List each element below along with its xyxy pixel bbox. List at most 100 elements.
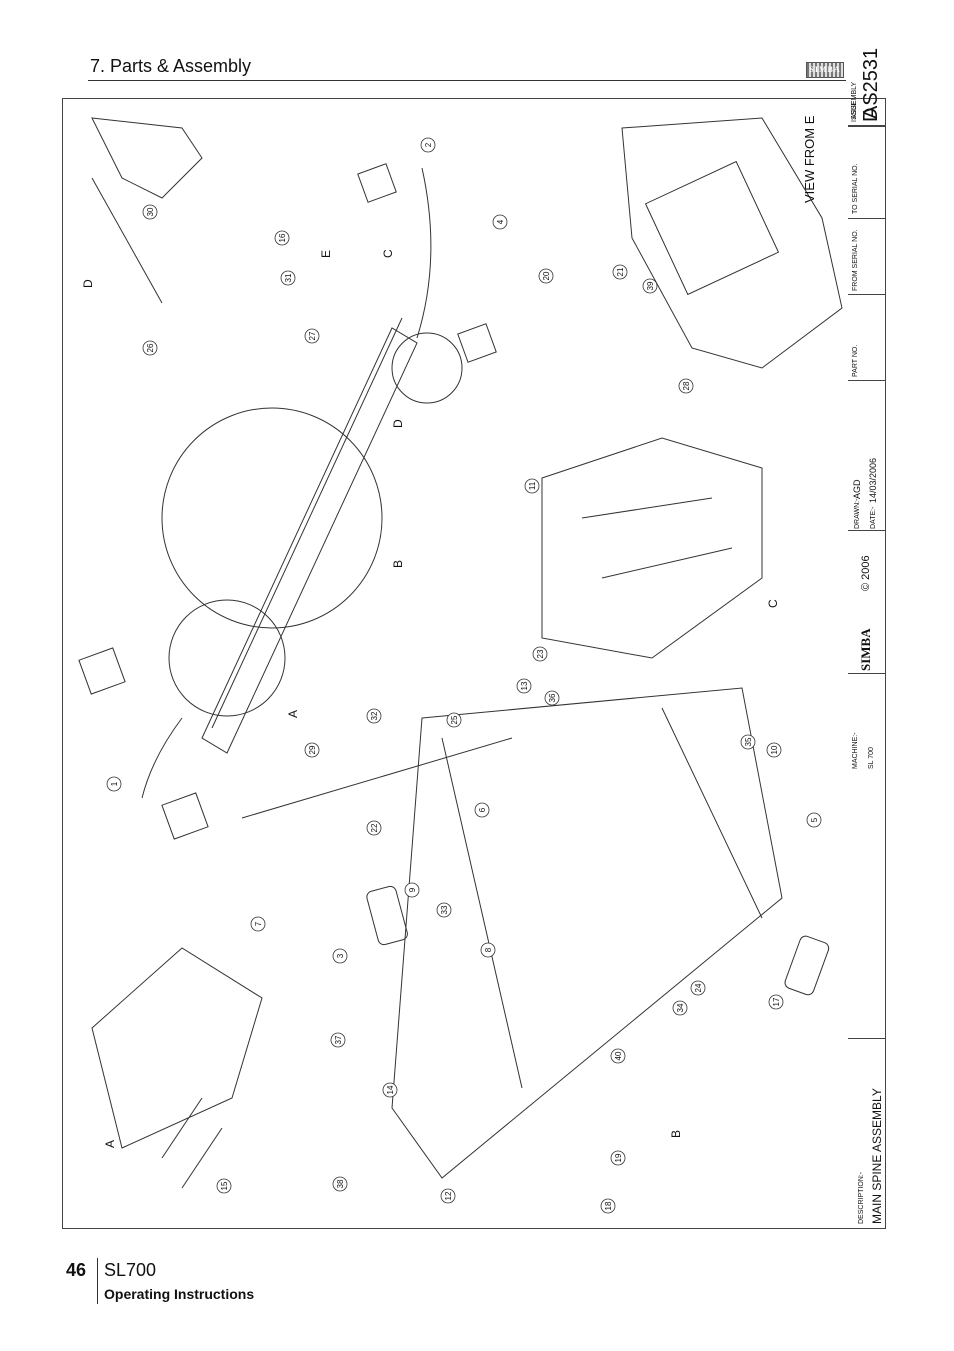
- footer-divider: [97, 1258, 98, 1304]
- svg-text:31: 31: [284, 273, 293, 282]
- lever-rod: [241, 737, 513, 819]
- hose-line-upper: [141, 167, 432, 799]
- svg-text:10: 10: [770, 745, 779, 754]
- svg-text:7: 7: [254, 921, 263, 926]
- view-letter-b2: B: [669, 1130, 683, 1138]
- callout: 1: [106, 776, 122, 792]
- svg-text:23: 23: [536, 649, 545, 658]
- callout: 38: [332, 1176, 348, 1192]
- title-block: DESCRIPTION:- MAIN SPINE ASSEMBLY MACHIN…: [848, 48, 886, 1229]
- upper-spine-beam: [201, 327, 418, 754]
- view-from-e-title: VIEW FROM E: [802, 115, 817, 203]
- view-letter-d2: D: [391, 419, 405, 428]
- detail-circle-a: [168, 599, 286, 717]
- callout: 7: [250, 916, 266, 932]
- callout: 27: [304, 328, 320, 344]
- callout: 20: [538, 268, 554, 284]
- description-cell: DESCRIPTION:- MAIN SPINE ASSEMBLY: [848, 1038, 886, 1229]
- callout: 40: [610, 1048, 626, 1064]
- callout: 4: [492, 214, 508, 230]
- svg-text:18: 18: [604, 1201, 613, 1210]
- part-no-cell: PART NO.: [848, 294, 886, 380]
- callout-group: 1 2 3 4 5 6 7 8 9 10 11 12 13 14 15 16 1…: [106, 137, 822, 1214]
- from-serial-label: FROM SERIAL NO.: [852, 229, 859, 291]
- detail-circle-d: [391, 332, 463, 404]
- callout: 19: [610, 1150, 626, 1166]
- callout: 25: [446, 712, 462, 728]
- svg-text:39: 39: [646, 281, 655, 290]
- view-letter-e: E: [319, 250, 333, 258]
- lower-spine-beam: [391, 687, 783, 1179]
- callout: 31: [280, 270, 296, 286]
- manual-name: Operating Instructions: [104, 1286, 255, 1302]
- view-letter-d1: D: [81, 279, 95, 288]
- svg-text:29: 29: [308, 745, 317, 754]
- callout: 2: [420, 137, 436, 153]
- svg-text:21: 21: [616, 267, 625, 276]
- description-value: MAIN SPINE ASSEMBLY: [870, 1088, 884, 1224]
- callout: 32: [366, 708, 382, 724]
- callout: 15: [216, 1178, 232, 1194]
- svg-text:20: 20: [542, 271, 551, 280]
- machine-cell: MACHINE:- SL 700: [848, 673, 886, 1038]
- callout: 3: [332, 948, 348, 964]
- svg-text:3: 3: [336, 953, 345, 958]
- svg-text:13: 13: [520, 681, 529, 690]
- svg-text:15: 15: [220, 1181, 229, 1190]
- issue-label: ISSUE: [851, 100, 858, 122]
- callout: 28: [678, 378, 694, 394]
- bracket-d: [91, 117, 203, 199]
- svg-text:6: 6: [478, 807, 487, 812]
- callout: 21: [612, 264, 628, 280]
- description-label: DESCRIPTION:-: [858, 1171, 865, 1224]
- simba-logo: SIMBA: [858, 628, 873, 671]
- assembly-cell: ASSEMBLY AS2531: [848, 48, 886, 218]
- page-number: 46: [66, 1260, 87, 1280]
- drawing-frame: [62, 98, 886, 1229]
- callout: 35: [740, 734, 756, 750]
- bracket-a: [91, 947, 263, 1149]
- svg-text:5: 5: [810, 817, 819, 822]
- date-value: 14/03/2006: [868, 457, 878, 503]
- callout: 9: [404, 882, 420, 898]
- drawn-label: DRAWN:-: [854, 498, 861, 529]
- machine-label: MACHINE:-: [852, 732, 859, 769]
- callout: 29: [304, 742, 320, 758]
- callout: 5: [806, 812, 822, 828]
- svg-text:27: 27: [308, 331, 317, 340]
- svg-text:28: 28: [682, 381, 691, 390]
- logo-cell: SIMBA © 2006: [848, 530, 886, 673]
- date-label: DATE:-: [870, 506, 877, 529]
- callout: 14: [382, 1082, 398, 1098]
- svg-text:30: 30: [146, 207, 155, 216]
- machine-value: SL 700: [868, 747, 875, 769]
- callout: 8: [480, 942, 496, 958]
- svg-text:2: 2: [424, 142, 433, 147]
- svg-text:38: 38: [336, 1179, 345, 1188]
- svg-text:4: 4: [496, 219, 505, 224]
- svg-text:17: 17: [772, 997, 781, 1006]
- svg-text:1: 1: [110, 781, 119, 786]
- callout: 33: [436, 902, 452, 918]
- svg-text:40: 40: [614, 1051, 623, 1060]
- callout: 18: [600, 1198, 616, 1214]
- callout: 16: [274, 230, 290, 246]
- callout: 39: [642, 278, 658, 294]
- callout: 17: [768, 994, 784, 1010]
- callout: 36: [544, 690, 560, 706]
- view-e-assembly: [621, 117, 843, 369]
- callout: 10: [766, 742, 782, 758]
- callout: 12: [440, 1188, 456, 1204]
- svg-text:22: 22: [370, 823, 379, 832]
- model-name: SL700: [104, 1260, 157, 1280]
- callout: 23: [532, 646, 548, 662]
- svg-text:24: 24: [694, 983, 703, 992]
- svg-text:34: 34: [676, 1003, 685, 1012]
- view-letter-a2: A: [103, 1140, 117, 1148]
- svg-text:16: 16: [278, 233, 287, 242]
- callout: 24: [690, 980, 706, 996]
- detail-circle-b: [161, 407, 383, 629]
- svg-text:25: 25: [450, 715, 459, 724]
- header-rule: [88, 80, 846, 81]
- svg-text:35: 35: [744, 737, 753, 746]
